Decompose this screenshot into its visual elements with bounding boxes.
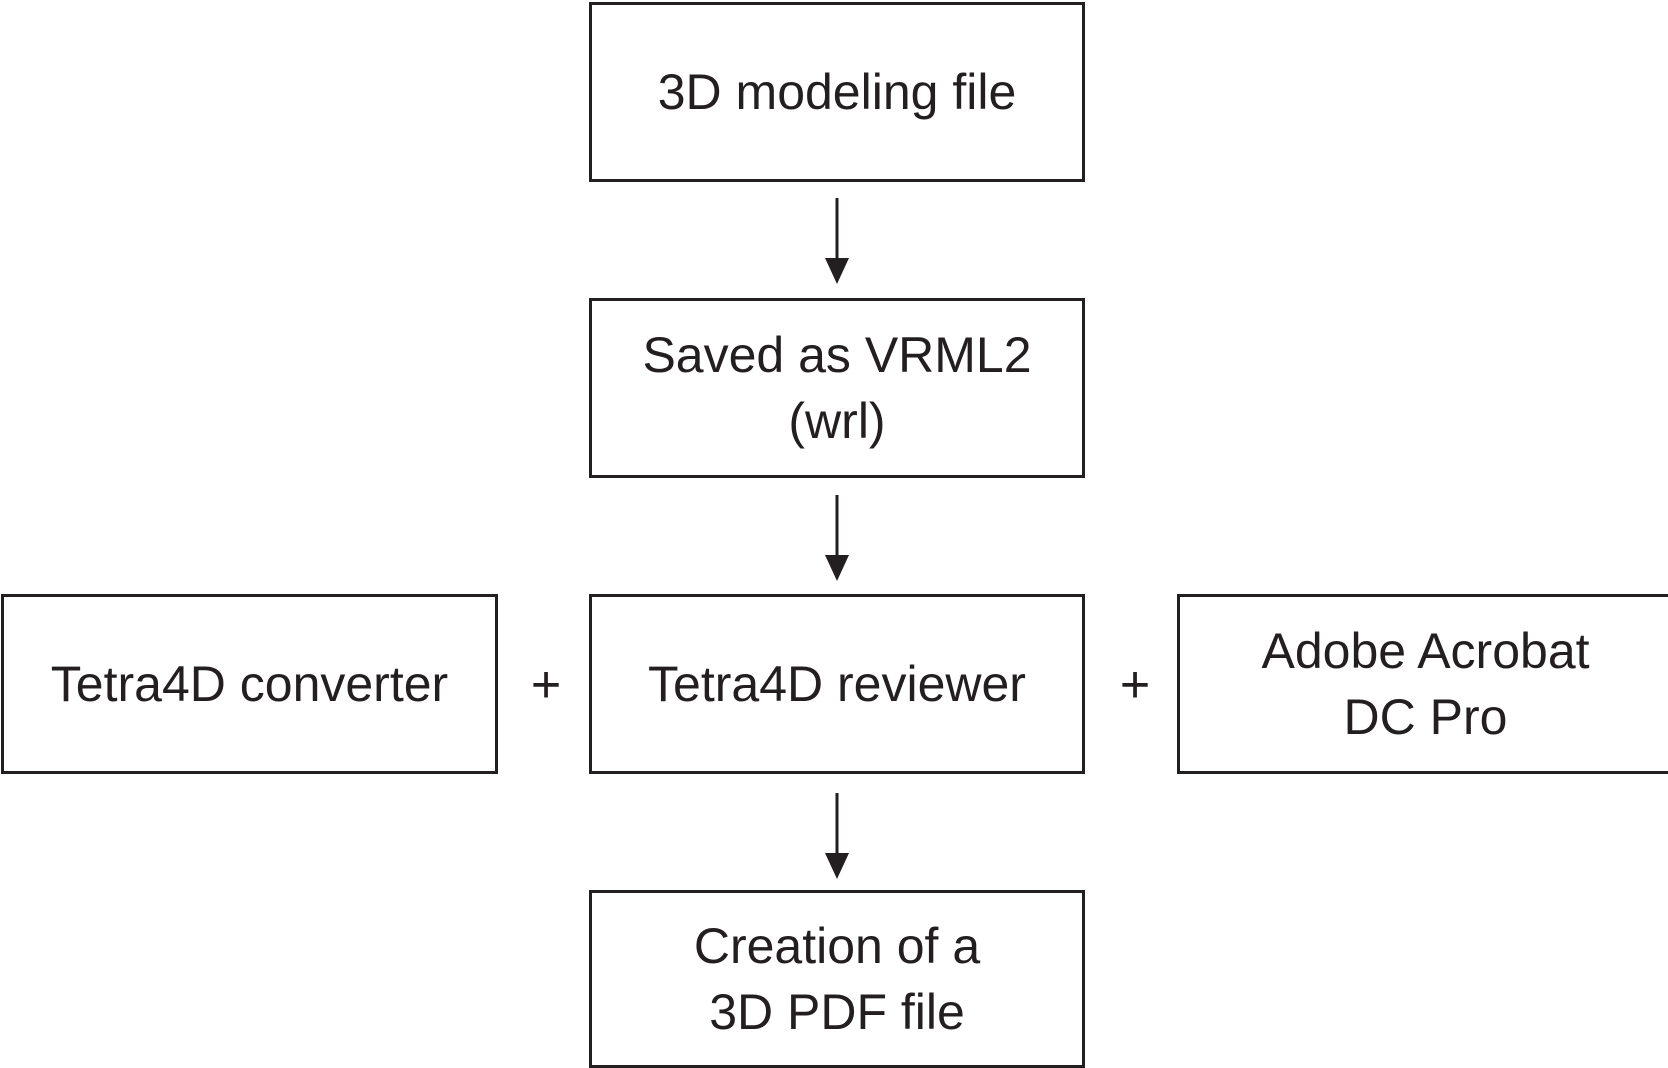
acrobat-label-line1: Adobe Acrobat [1261,622,1590,679]
arrow-down-icon [825,495,849,581]
plus-operator-left: + [530,656,562,714]
acrobat-label-line2: DC Pro [1343,689,1508,745]
vrml-label-line1: Saved as VRML2 [642,326,1032,383]
pdf-label-line1: Creation of a [693,917,981,974]
pdf-box: Creation of a 3D PDF file [589,890,1085,1068]
reviewer-label: Tetra4D reviewer [648,655,1026,712]
vrml-label-line2: (wrl) [788,393,886,449]
arrow-down-icon [825,793,849,879]
modeling-file-label: 3D modeling file [657,63,1017,120]
converter-box: Tetra4D converter [1,594,498,774]
vrml-box: Saved as VRML2 (wrl) [589,298,1085,478]
plus-operator-right: + [1119,656,1151,714]
reviewer-box: Tetra4D reviewer [589,594,1085,774]
converter-label: Tetra4D converter [50,655,449,712]
arrow-down-icon [825,198,849,284]
pdf-label-line2: 3D PDF file [709,984,965,1040]
acrobat-box: Adobe Acrobat DC Pro [1177,594,1668,774]
modeling-file-box: 3D modeling file [589,2,1085,182]
